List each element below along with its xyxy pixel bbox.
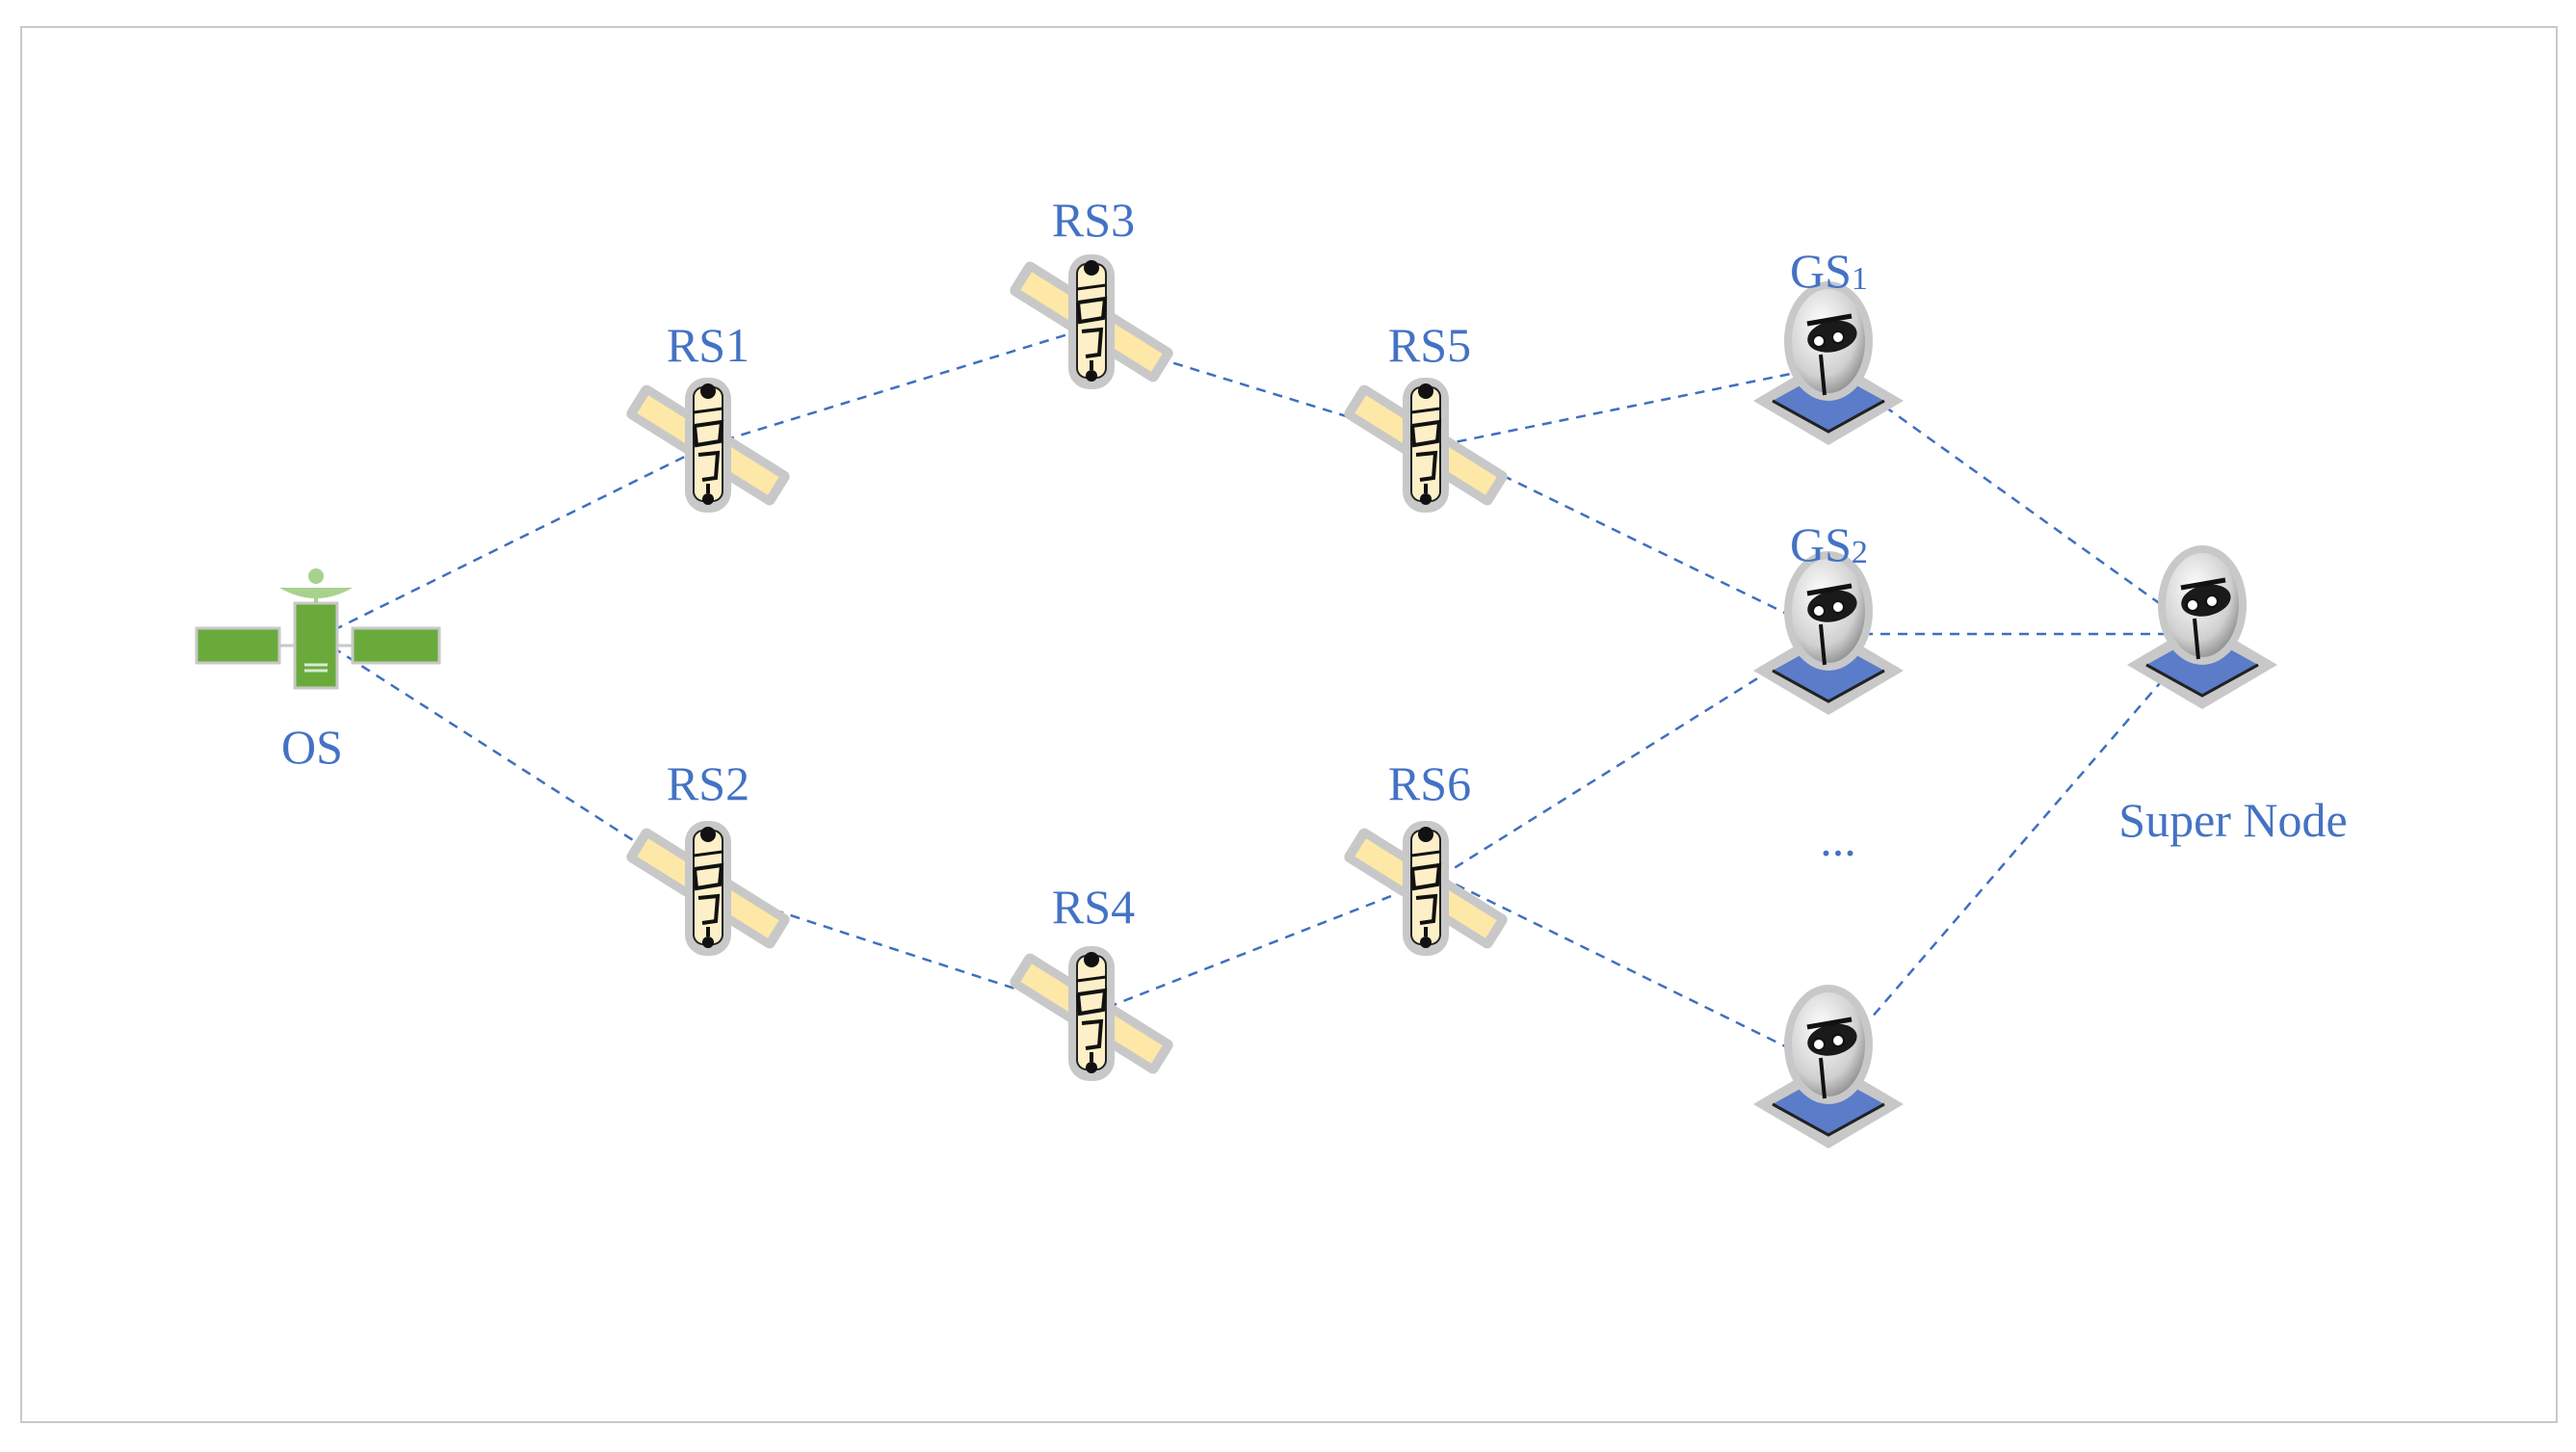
- link-os-rs1: [317, 443, 709, 640]
- relay-satellite-icon: [1006, 944, 1177, 1083]
- label-rs6: RS6: [1388, 756, 1471, 810]
- label-gs2: GS2: [1790, 517, 1868, 571]
- label-super-node: Super Node: [2118, 793, 2347, 847]
- link-rs1-rs3: [707, 330, 1075, 447]
- relay-satellite-icon: [622, 819, 794, 958]
- relay-satellite-icon: [1340, 376, 1511, 515]
- link-gs1-super: [1827, 364, 2203, 636]
- ellipsis: ...: [1820, 812, 1856, 866]
- ground-station-dish-icon: [1753, 985, 1904, 1148]
- diagram-frame: [20, 26, 2558, 1423]
- label-gs1: GS1: [1790, 244, 1868, 298]
- node-gs1: [1753, 281, 1904, 445]
- relay-satellite-icon: [1340, 819, 1511, 958]
- label-rs3: RS3: [1052, 193, 1135, 247]
- node-os: [195, 567, 441, 690]
- label-os: OS: [281, 720, 343, 774]
- node-rs1: [622, 376, 794, 515]
- label-rs1: RS1: [667, 318, 749, 372]
- node-rs2: [622, 819, 794, 958]
- relay-satellite-icon: [622, 376, 794, 515]
- ground-station-dish-icon: [1753, 281, 1904, 445]
- label-rs5: RS5: [1388, 318, 1471, 372]
- node-rs6: [1340, 819, 1511, 958]
- label-rs2: RS2: [667, 756, 749, 810]
- node-rs3: [1006, 252, 1177, 391]
- node-super: [2127, 545, 2277, 709]
- link-rs6-gs3: [1439, 875, 1829, 1069]
- ground-station-dish-icon: [2127, 545, 2277, 709]
- link-rs5-gs1: [1439, 364, 1829, 447]
- node-gs3: [1753, 985, 1904, 1148]
- link-lines: [317, 330, 2203, 1069]
- node-rs5: [1340, 376, 1511, 515]
- label-rs4: RS4: [1052, 880, 1135, 934]
- satellite-icon-green: [195, 567, 441, 690]
- relay-satellite-icon: [1006, 252, 1177, 391]
- node-rs4: [1006, 944, 1177, 1083]
- link-rs4-rs6: [1091, 875, 1441, 1016]
- link-gs3-super: [1827, 633, 2203, 1069]
